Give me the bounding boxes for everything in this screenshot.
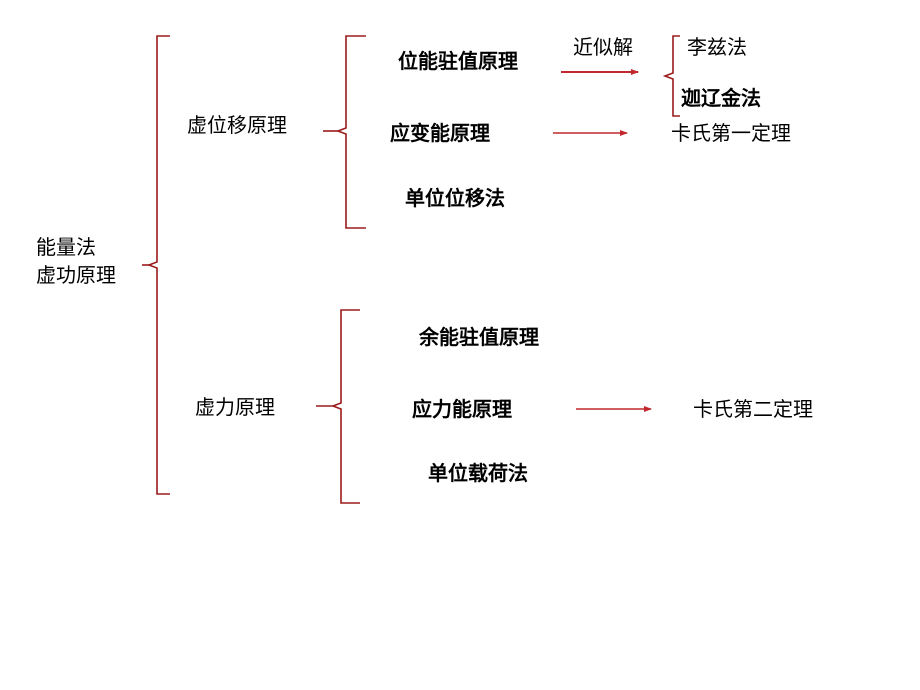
approx-solution-label: 近似解 (573, 35, 633, 59)
upper-bracket (335, 35, 366, 229)
lower-bracket (330, 309, 360, 504)
vf-item-unit-load: 单位载荷法 (428, 461, 528, 485)
approx-bracket (662, 35, 680, 117)
root-label-line2: 虚功原理 (36, 263, 116, 287)
castigliano-first-theorem: 卡氏第一定理 (671, 121, 791, 145)
virtual-displacement-title: 虚位移原理 (187, 113, 287, 137)
ritz-method-label: 李兹法 (687, 35, 747, 59)
castigliano-second-theorem: 卡氏第二定理 (693, 397, 813, 421)
vf-item-stress-energy: 应力能原理 (412, 397, 512, 421)
root-bracket (146, 35, 170, 495)
vd-item-unit-displacement: 单位位移法 (405, 186, 505, 210)
vd-item-strain-energy: 应变能原理 (390, 121, 490, 145)
vf-item-complementary-energy: 余能驻值原理 (419, 325, 539, 349)
galerkin-method-label: 迦辽金法 (681, 86, 761, 110)
root-label-line1: 能量法 (36, 235, 96, 259)
vd-item-potential-energy: 位能驻值原理 (398, 49, 518, 73)
virtual-force-title: 虚力原理 (195, 395, 275, 419)
